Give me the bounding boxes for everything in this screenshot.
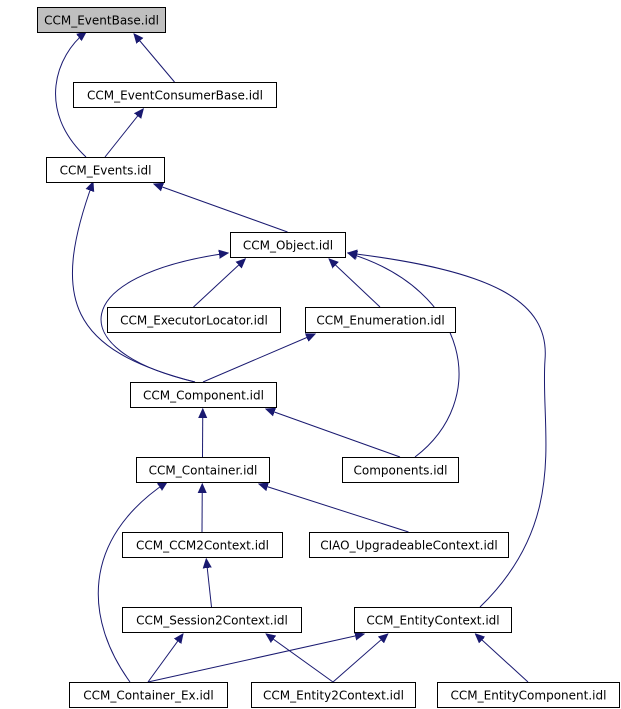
node-box: [354, 607, 512, 633]
edge-component-to-events: [72, 182, 196, 383]
node-box: [46, 157, 165, 183]
node-label: CCM_Container_Ex.idl: [83, 689, 214, 703]
node-label: CCM_CCM2Context.idl: [136, 539, 269, 553]
edge-event-consumer-base-to-event-base: [134, 34, 175, 83]
node-label: CCM_ExecutorLocator.idl: [120, 314, 268, 328]
node-box: [342, 457, 459, 483]
edge-components-to-object: [348, 253, 460, 458]
node-box: [230, 232, 346, 258]
edge-events-to-event-consumer-base: [104, 109, 143, 158]
node-box: [122, 532, 283, 558]
edge-upgradeable-context-to-container: [259, 484, 409, 533]
edge-executor-locator-to-object: [193, 259, 246, 308]
node-container[interactable]: CCM_Container.idl: [136, 457, 270, 483]
node-box: [309, 532, 509, 558]
node-box: [130, 382, 277, 408]
node-object[interactable]: CCM_Object.idl: [230, 232, 346, 258]
node-label: Components.idl: [353, 464, 447, 478]
node-label: CCM_Container.idl: [149, 464, 258, 478]
edge-component-to-object: [100, 253, 228, 383]
edge-enumeration-to-object: [329, 259, 381, 308]
node-box: [73, 82, 277, 108]
edge-container-ex-to-session2context: [147, 634, 183, 683]
node-label: CCM_EntityContext.idl: [366, 614, 499, 628]
edge-entity2context-to-session2context: [266, 634, 334, 683]
node-label: CCM_Entity2Context.idl: [263, 689, 404, 703]
edge-components-to-component: [266, 409, 401, 458]
node-label: CCM_Session2Context.idl: [136, 614, 288, 628]
node-label: CIAO_UpgradeableContext.idl: [320, 539, 497, 553]
node-label: CCM_EntityComponent.idl: [451, 689, 607, 703]
node-label: CCM_EventConsumerBase.idl: [87, 89, 263, 103]
edge-session2context-to-ccm2context: [206, 559, 211, 608]
node-box: [136, 457, 270, 483]
edge-container-ex-to-entity-context: [147, 634, 364, 683]
node-entity-context[interactable]: CCM_EntityContext.idl: [354, 607, 512, 633]
node-entity2context[interactable]: CCM_Entity2Context.idl: [251, 682, 416, 708]
node-box: [69, 682, 228, 708]
node-upgradeable-context[interactable]: CIAO_UpgradeableContext.idl: [309, 532, 509, 558]
node-event-consumer-base[interactable]: CCM_EventConsumerBase.idl: [73, 82, 277, 108]
edge-component-to-enumeration: [202, 334, 315, 383]
node-box: [305, 307, 456, 333]
node-events[interactable]: CCM_Events.idl: [46, 157, 165, 183]
graph-nodes: CCM_EventBase.idlCCM_EventConsumerBase.i…: [37, 7, 620, 708]
node-enumeration[interactable]: CCM_Enumeration.idl: [305, 307, 456, 333]
graph-edges: [55, 32, 547, 683]
node-label: CCM_Object.idl: [243, 239, 333, 253]
node-label: CCM_EventBase.idl: [44, 14, 159, 28]
edge-object-to-events: [154, 184, 288, 233]
edge-entity-context-to-object: [348, 253, 547, 608]
node-entity-component[interactable]: CCM_EntityComponent.idl: [437, 682, 620, 708]
node-executor-locator[interactable]: CCM_ExecutorLocator.idl: [107, 307, 281, 333]
node-ccm2context[interactable]: CCM_CCM2Context.idl: [122, 532, 283, 558]
node-session2context[interactable]: CCM_Session2Context.idl: [122, 607, 302, 633]
node-label: CCM_Events.idl: [60, 164, 152, 178]
node-components[interactable]: Components.idl: [342, 457, 459, 483]
edge-entity2context-to-entity-context: [332, 634, 388, 683]
node-box: [122, 607, 302, 633]
edge-entity-component-to-entity-context: [475, 634, 529, 683]
node-box: [107, 307, 281, 333]
edge-events-to-event-base: [55, 32, 86, 158]
node-component[interactable]: CCM_Component.idl: [130, 382, 277, 408]
node-box: [437, 682, 620, 708]
edge-container-ex-to-container: [97, 482, 167, 683]
node-container-ex[interactable]: CCM_Container_Ex.idl: [69, 682, 228, 708]
node-box: [251, 682, 416, 708]
node-event-base[interactable]: CCM_EventBase.idl: [37, 7, 166, 33]
node-box: [37, 7, 166, 33]
node-label: CCM_Component.idl: [143, 389, 264, 403]
node-label: CCM_Enumeration.idl: [316, 314, 444, 328]
